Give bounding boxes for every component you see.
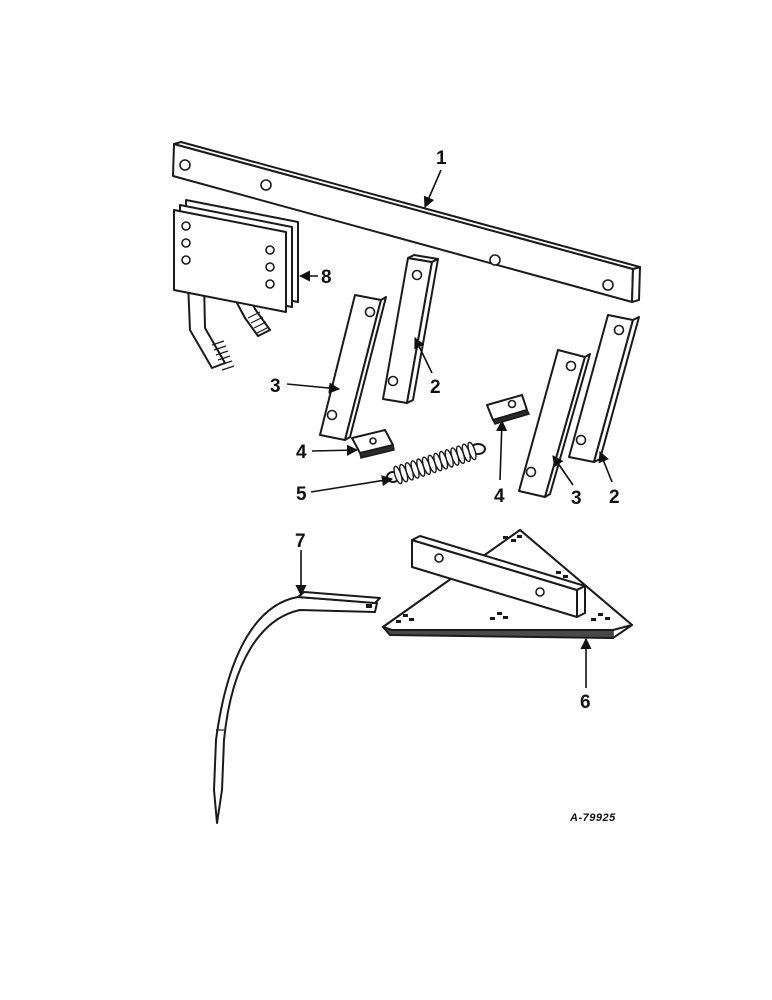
part-5-spring bbox=[386, 441, 486, 485]
leader-4a bbox=[311, 444, 359, 456]
callout-3a: 3 bbox=[270, 376, 281, 397]
part-3-strap-left bbox=[319, 294, 387, 441]
drawing-number: A-79925 bbox=[569, 812, 616, 824]
part-4-bracket-right bbox=[486, 394, 531, 425]
part-2-strap-right bbox=[568, 314, 640, 463]
leader-5 bbox=[310, 475, 394, 493]
part-2-strap-left bbox=[382, 254, 439, 404]
leader-4b bbox=[496, 419, 508, 481]
part-7-tine bbox=[213, 591, 381, 824]
callout-2b: 2 bbox=[609, 487, 620, 508]
callout-5: 5 bbox=[296, 484, 307, 505]
callout-2a: 2 bbox=[430, 377, 441, 398]
part-8-clamp-assembly bbox=[173, 199, 299, 371]
callout-4a: 4 bbox=[296, 442, 307, 463]
callout-4b: 4 bbox=[494, 486, 505, 507]
callout-3b: 3 bbox=[571, 488, 582, 509]
callout-7: 7 bbox=[295, 531, 306, 552]
leader-3a bbox=[286, 382, 341, 394]
callout-1: 1 bbox=[436, 148, 447, 169]
callout-6: 6 bbox=[580, 692, 591, 713]
callout-8: 8 bbox=[321, 267, 332, 288]
part-4-bracket-left bbox=[351, 429, 395, 459]
leader-2a bbox=[414, 336, 433, 374]
part-1-bar bbox=[172, 141, 641, 303]
leader-2b bbox=[598, 450, 613, 483]
leader-3b bbox=[552, 455, 574, 486]
leader-1 bbox=[423, 169, 442, 209]
callout-labels: 1 8 2 3 4 5 4 3 2 7 6 bbox=[270, 148, 620, 713]
part-6-triangle-plate bbox=[381, 529, 633, 639]
leader-lines bbox=[286, 169, 613, 688]
